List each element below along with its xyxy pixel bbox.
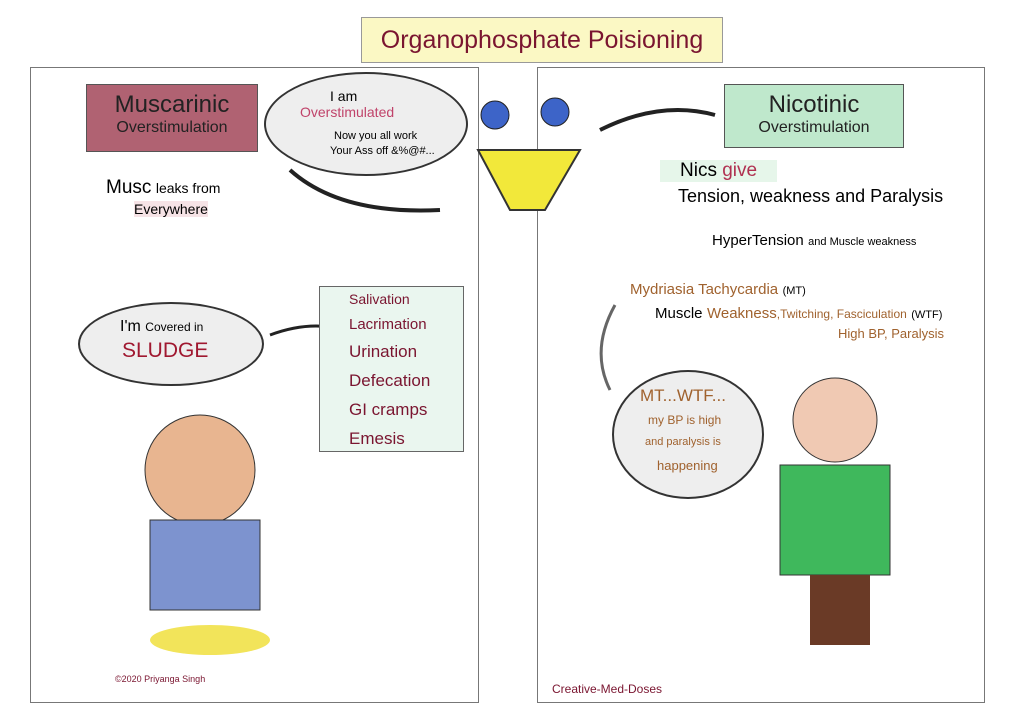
musc-note: Musc leaks from — [106, 177, 220, 199]
sludge-bubble-line: I'm Covered in — [120, 318, 203, 336]
mt-line: Mydriasia Tachycardia (MT) — [630, 281, 806, 299]
im-word: I'm — [120, 318, 141, 335]
sludge-word: SLUDGE — [122, 339, 209, 362]
bubble-line: Your Ass off &%@#... — [330, 145, 435, 157]
weakness-word: Weakness — [706, 305, 777, 322]
sludge-list: Salivation Lacrimation Urination Defecat… — [319, 286, 464, 452]
arrow-up-icon — [599, 304, 617, 391]
m-molecule-icon — [480, 100, 510, 130]
sludge-item: GI cramps — [349, 400, 428, 419]
bald-man-legs-icon — [810, 575, 870, 645]
arrow-right-icon — [599, 108, 716, 132]
nics-word: Nics — [680, 160, 717, 181]
receptor-icon — [476, 149, 582, 211]
ht-word: HyperTension — [712, 232, 804, 249]
sick-person-head-icon — [144, 414, 256, 526]
covered-text: Covered in — [145, 320, 204, 334]
bp-text: High BP, Paralysis — [838, 326, 944, 341]
muscarinic-box: Muscarinic Overstimulation — [86, 84, 258, 152]
thought-line: my BP is high — [648, 413, 722, 427]
leaks-text: leaks from — [155, 180, 221, 196]
arrow-left-icon — [288, 168, 441, 213]
tension-text: Tension, weakness and Paralysis — [678, 186, 944, 206]
nicotinic-box: Nicotinic Overstimulation — [724, 84, 904, 148]
bubble-line: I am — [330, 88, 358, 104]
bald-man-head-icon — [792, 377, 878, 463]
mt-abbr: (MT) — [782, 285, 806, 297]
sludge-item: Emesis — [349, 429, 405, 448]
copyright-credit: ©2020 Priyanga Singh — [115, 674, 206, 684]
thought-line: MT...WTF... — [640, 386, 726, 405]
mt-text: Mydriasia Tachycardia — [630, 281, 779, 298]
brand-credit: Creative-Med-Doses — [552, 682, 663, 696]
speech-bubble-center — [264, 72, 468, 176]
sludge-item: Defecation — [349, 371, 431, 390]
muscarinic-sub: Overstimulation — [116, 119, 228, 136]
musc-word: Musc — [106, 177, 152, 198]
n-molecule-icon — [540, 97, 570, 127]
bubble-line: Now you all work — [334, 130, 418, 142]
wtf-abbr: (WTF) — [911, 309, 943, 321]
sludge-item: Salivation — [349, 291, 410, 307]
thought-line: happening — [657, 458, 718, 473]
sludge-item: Urination — [349, 342, 418, 361]
nics-line: Nics give — [660, 160, 778, 182]
muscle-word: Muscle — [655, 305, 703, 322]
everywhere-text: Everywhere — [134, 201, 208, 217]
sludge-speech-bubble — [78, 302, 264, 386]
sludge-item: Lacrimation — [349, 316, 427, 333]
wtf-line: Muscle Weakness,Twitching, Fasciculation… — [655, 305, 942, 323]
twitching-text: ,Twitching, Fasciculation — [776, 307, 907, 321]
ht-rest: and Muscle weakness — [808, 236, 917, 248]
sick-person-body-icon — [149, 519, 261, 611]
thought-line: and paralysis is — [645, 436, 721, 448]
bubble-line: Overstimulated — [300, 104, 395, 120]
nicotinic-heading: Nicotinic — [768, 91, 860, 118]
puddle-icon — [150, 625, 270, 655]
thought-bubble — [612, 370, 764, 499]
give-word: give — [722, 160, 758, 181]
hypertension-line: HyperTension and Muscle weakness — [712, 232, 916, 250]
nicotinic-sub: Overstimulation — [758, 119, 870, 136]
bald-man-body-icon — [779, 464, 891, 576]
page-title: Organophosphate Poisioning — [361, 17, 723, 63]
muscarinic-heading: Muscarinic — [114, 91, 230, 118]
